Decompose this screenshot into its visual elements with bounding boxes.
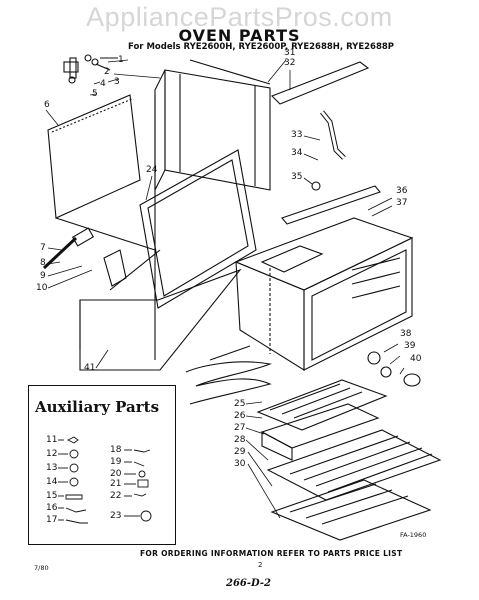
oven-rack-drawing xyxy=(266,429,442,541)
aux-callout-13: 13 xyxy=(46,463,58,473)
washer-drawing xyxy=(311,181,321,191)
callout-27: 27 xyxy=(234,423,246,433)
light-assembly-drawing xyxy=(367,351,421,387)
callout-7: 7 xyxy=(40,243,46,253)
aux-callout-12: 12 xyxy=(46,449,58,459)
callout-30: 30 xyxy=(234,459,246,469)
callout-40: 40 xyxy=(410,354,422,364)
auxiliary-parts-title: Auxiliary Parts xyxy=(35,398,160,416)
callout-28: 28 xyxy=(234,435,246,445)
callout-8: 8 xyxy=(40,258,46,268)
aux-callout-11: 11 xyxy=(46,435,58,445)
oven-frame-drawing xyxy=(55,69,271,371)
aux-callout-14: 14 xyxy=(46,477,58,487)
watermark: AppliancePartsPros.com xyxy=(86,2,393,32)
callout-39: 39 xyxy=(404,341,416,351)
aux-callout-17: 17 xyxy=(46,515,58,525)
document-number: 266-D-2 xyxy=(226,578,271,589)
callout-4: 4 xyxy=(100,79,106,89)
callout-6: 6 xyxy=(44,100,50,110)
print-code: 7/80 xyxy=(34,564,49,572)
vent-tube-drawing xyxy=(320,110,346,160)
callout-10: 10 xyxy=(36,283,48,293)
callout-26: 26 xyxy=(234,411,246,421)
callout-32: 32 xyxy=(284,58,296,68)
burner-element-drawing xyxy=(42,227,127,287)
page-number: 2 xyxy=(258,561,263,569)
callout-41: 41 xyxy=(84,363,96,373)
aux-callout-23: 23 xyxy=(110,511,122,521)
aux-callout-19: 19 xyxy=(110,457,122,467)
oven-liner-drawing xyxy=(234,217,414,371)
callout-38: 38 xyxy=(400,329,412,339)
broiler-pan-drawing xyxy=(256,379,388,461)
aux-callout-20: 20 xyxy=(110,469,122,479)
rail-drawing xyxy=(281,185,381,225)
figure-code: FA-1960 xyxy=(400,531,427,539)
callout-5: 5 xyxy=(92,89,98,99)
callout-25: 25 xyxy=(234,399,246,409)
callout-37: 37 xyxy=(396,198,408,208)
aux-callout-15: 15 xyxy=(46,491,58,501)
ordering-footer: FOR ORDERING INFORMATION REFER TO PARTS … xyxy=(140,549,403,558)
leader-lines xyxy=(45,59,405,519)
callout-9: 9 xyxy=(40,271,46,281)
aux-callout-22: 22 xyxy=(110,491,122,501)
callout-34: 34 xyxy=(291,148,303,158)
callout-35: 35 xyxy=(291,172,303,182)
model-list: For Models RYE2600H, RYE2600P, RYE2688H,… xyxy=(128,42,395,52)
auxiliary-part-drawings xyxy=(58,436,152,524)
hinge-parts-drawing xyxy=(63,54,118,84)
callout-29: 29 xyxy=(234,447,246,457)
broil-element-drawing xyxy=(185,345,272,405)
callout-24: 24 xyxy=(146,165,158,175)
callout-1: 1 xyxy=(118,55,124,65)
auxiliary-parts-box: Auxiliary Parts xyxy=(28,385,176,545)
callout-36: 36 xyxy=(396,186,408,196)
side-panel-drawing xyxy=(47,94,141,219)
callout-2: 2 xyxy=(104,67,110,77)
callout-3: 3 xyxy=(114,77,120,87)
diagram-title: OVEN PARTS xyxy=(178,26,301,45)
top-bracket-drawing xyxy=(189,59,370,105)
callout-33: 33 xyxy=(291,130,303,140)
aux-callout-21: 21 xyxy=(110,479,122,489)
aux-callout-16: 16 xyxy=(46,503,58,513)
aux-callout-18: 18 xyxy=(110,445,122,455)
callout-31: 31 xyxy=(284,48,296,58)
